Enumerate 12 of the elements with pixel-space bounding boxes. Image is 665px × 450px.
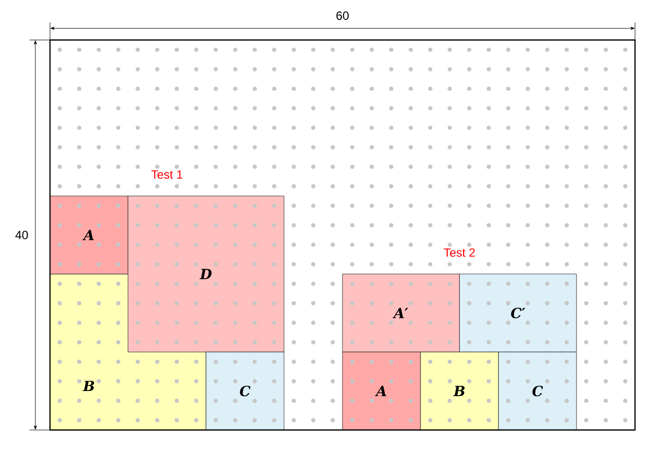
block-rectangle: A (50, 196, 128, 274)
block-rectangle: A (342, 352, 421, 430)
block-rectangle: D (128, 196, 284, 352)
test-label: Test 2 (444, 248, 475, 257)
block-rectangle: B (420, 352, 499, 430)
block-rectangle: C′ (459, 274, 577, 352)
test-label: Test 1 (151, 170, 182, 179)
block-rectangle: A′ (342, 274, 460, 352)
block-rectangle: C (206, 352, 284, 430)
block-rectangle: C (498, 352, 577, 430)
dimension-label: 60 (336, 11, 349, 20)
dimension-label: 40 (15, 230, 28, 240)
